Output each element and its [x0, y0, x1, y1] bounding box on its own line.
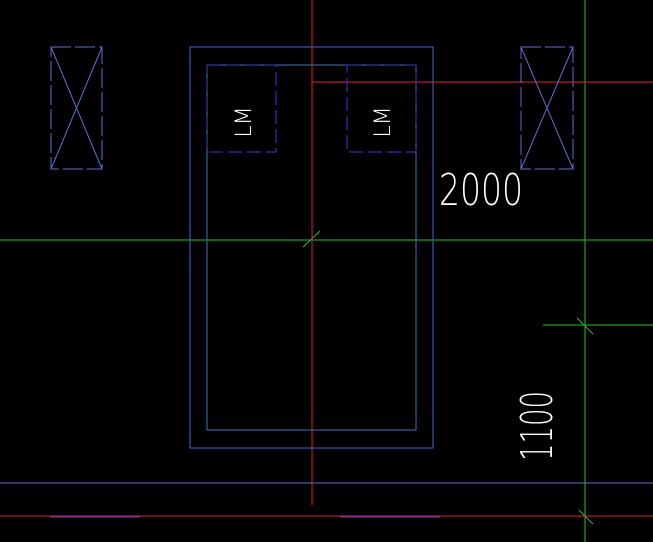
door-panel-right[interactable] [346, 64, 417, 153]
window-symbol-left[interactable] [50, 46, 103, 170]
window-symbol-right[interactable] [520, 46, 574, 170]
window-right-frame[interactable] [520, 46, 574, 170]
window-left-frame[interactable] [50, 46, 103, 170]
bottom-wall-group [0, 482, 653, 518]
dimension-text-vertical-span: 2000 [439, 165, 523, 216]
shaft-inner-wall[interactable] [206, 64, 417, 431]
red-axis-group [0, 0, 653, 517]
window-right-diag-2 [520, 46, 574, 170]
window-left-diag-2 [50, 46, 103, 170]
door-label-right: LM [371, 106, 396, 137]
door-panel-left[interactable] [206, 64, 277, 153]
dimension-text-horizontal-span: 1100 [512, 391, 563, 461]
door-panel-right-outline[interactable] [346, 64, 417, 153]
green-tick-mark-bottom [578, 509, 594, 525]
door-label-left: LM [232, 106, 257, 137]
shaft-outer-wall[interactable] [189, 46, 434, 449]
door-panel-left-outline[interactable] [206, 64, 277, 153]
elevator-shaft[interactable] [189, 46, 434, 449]
green-tick-mark-right [576, 317, 594, 335]
